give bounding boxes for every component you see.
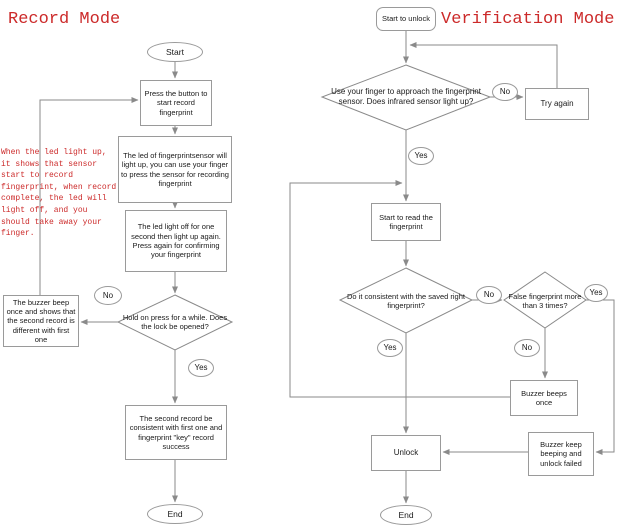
record-hold-decision-shape <box>116 294 234 351</box>
record-press-step: Press the button to start record fingerp… <box>140 80 212 126</box>
connector-verify-try-loop <box>409 42 558 88</box>
verify-buzzer-failed-step: Buzzer keep beeping and unlock failed <box>528 432 594 476</box>
verify-unlock-label: Unlock <box>393 448 419 457</box>
record-ledoff-step: The led light off for one second then li… <box>125 210 227 272</box>
verification-mode-title: Verification Mode <box>441 10 615 29</box>
verify-approach-decision-shape <box>320 64 492 131</box>
verify-read-label: Start to read the fingerprint <box>379 212 433 231</box>
verify-try-again-label: Try again <box>540 99 574 108</box>
record-buzzer-note: The buzzer beep once and shows that the … <box>3 295 79 347</box>
verify-yes1-label: Yes <box>408 147 434 165</box>
yes-label: Yes <box>383 343 397 352</box>
verify-end-label: End <box>398 509 414 520</box>
record-start-terminator: Start <box>147 42 203 62</box>
verify-no2-label: No <box>476 286 502 304</box>
verify-consistent-decision-shape <box>338 267 474 334</box>
record-yes-label: Yes <box>188 359 214 377</box>
record-buzzer-label: The buzzer beep once and shows that the … <box>6 297 76 345</box>
verify-end-terminator: End <box>380 505 432 525</box>
record-no-label: No <box>94 286 122 305</box>
verify-buzzer-failed-label: Buzzer keep beeping and unlock failed <box>540 439 582 468</box>
verify-try-again-step: Try again <box>525 88 589 120</box>
record-ledoff-label: The led light off for one second then li… <box>131 222 221 260</box>
no-label: No <box>521 343 533 352</box>
connector-verify-false3-buzzfail <box>586 299 615 455</box>
yes-label: Yes <box>194 363 208 372</box>
verify-consistent-decision-text: Do it consistent with the saved right fi… <box>344 286 468 316</box>
record-press-label: Press the button to start record fingerp… <box>144 88 208 117</box>
verify-buzzer-once-label: Buzzer beeps once <box>521 388 567 407</box>
record-start-label: Start <box>166 46 184 57</box>
verify-approach-decision-label: Use your finger to approach the fingerpr… <box>331 87 481 106</box>
verify-unlock-step: Unlock <box>371 435 441 471</box>
connector-verify-buzzeronce-loop <box>289 180 510 398</box>
verify-consistent-decision-label: Do it consistent with the saved right fi… <box>347 291 465 310</box>
verify-false3-decision-shape <box>503 271 587 329</box>
verify-start-terminator: Start to unlock <box>376 7 436 31</box>
record-side-note: When the led light up, it shows that sen… <box>1 148 117 239</box>
verify-false3-decision-text: False fingerprint more than 3 times? <box>508 280 582 322</box>
record-second-step: The second record be consistent with fir… <box>125 405 227 460</box>
verify-yes3-label: Yes <box>584 284 608 302</box>
record-hold-decision-label: Hold on press for a while. Does the lock… <box>122 312 228 331</box>
yes-label: Yes <box>414 151 428 160</box>
record-end-label: End <box>167 508 183 519</box>
record-led-step: The led of fingerprintsensor will light … <box>118 136 232 203</box>
verify-read-step: Start to read the fingerprint <box>371 203 441 241</box>
no-label: No <box>499 87 511 96</box>
verify-approach-decision-text: Use your finger to approach the fingerpr… <box>330 74 482 120</box>
verify-no1-label: No <box>492 83 518 101</box>
verify-start-label: Start to unlock <box>382 14 430 24</box>
verify-false3-decision-label: False fingerprint more than 3 times? <box>508 291 582 310</box>
record-led-label: The led of fingerprintsensor will light … <box>121 150 229 188</box>
no-label: No <box>102 290 114 300</box>
yes-label: Yes <box>589 288 603 297</box>
verify-yes2-label: Yes <box>377 339 403 357</box>
no-label: No <box>483 290 495 299</box>
record-hold-decision-text: Hold on press for a while. Does the lock… <box>122 302 228 342</box>
connector-record-buzzer-loop <box>39 97 139 295</box>
record-mode-title: Record Mode <box>8 10 121 29</box>
verify-buzzer-once-step: Buzzer beeps once <box>510 380 578 416</box>
record-end-terminator: End <box>147 504 203 524</box>
verify-no3-label: No <box>514 339 540 357</box>
record-second-label: The second record be consistent with fir… <box>129 413 223 451</box>
